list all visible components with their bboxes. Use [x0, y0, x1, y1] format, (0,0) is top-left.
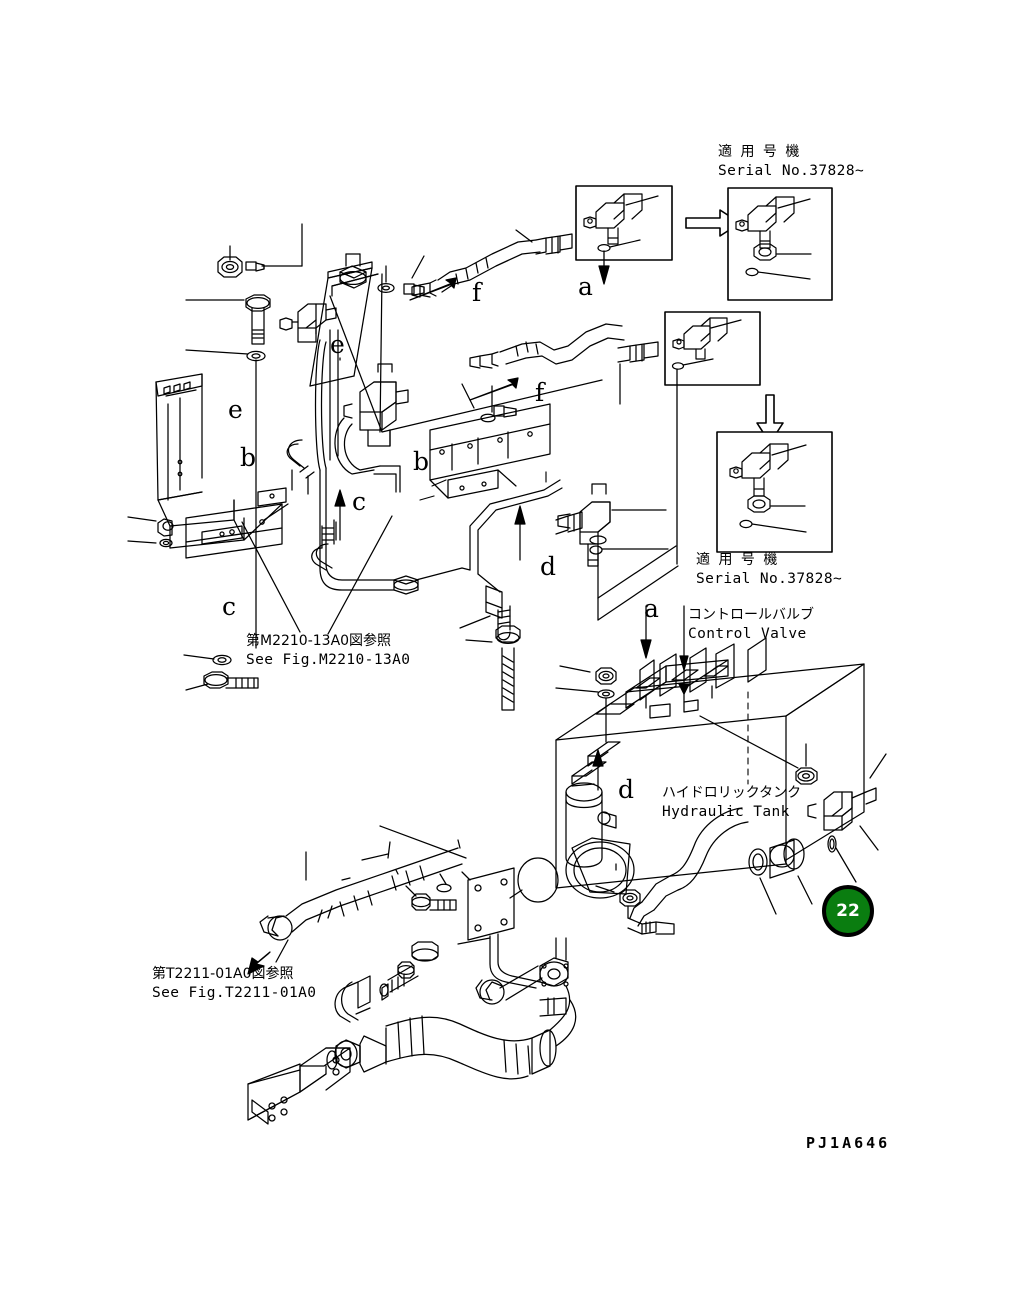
section-callout-c-8: c [222, 592, 237, 621]
section-callout-c-7: c [352, 487, 367, 516]
section-callout-f-0: f [472, 278, 482, 307]
serial-top-en: Serial No.37828~ [718, 163, 865, 179]
control-valve-label-jp: コントロールバルブ [688, 607, 814, 623]
variant-box-lower-after [716, 431, 833, 553]
tank-fasteners-bottom [595, 863, 675, 935]
ref-m2210-jp: 第M2210-13A0図参照 [246, 633, 392, 649]
pedal-bracket-assembly [127, 373, 287, 559]
variant-box-lower-before [664, 311, 761, 386]
upper-manifold-cluster [279, 229, 659, 433]
washer-bottom-left [183, 654, 232, 666]
serial-bottom-en: Serial No.37828~ [696, 571, 843, 587]
nut-top-left [217, 245, 243, 278]
mid-plate-fasteners [405, 867, 541, 989]
hydraulic-tank-assembly [509, 637, 865, 903]
section-callout-a-10: a [644, 594, 659, 623]
arrowhead-a-top [598, 265, 610, 285]
section-callout-e-2: e [330, 330, 345, 359]
section-callout-a-1: a [578, 272, 593, 301]
section-callout-d-9: d [540, 552, 557, 581]
serial-bottom-jp: 適 用 号 機 [696, 552, 780, 568]
washer-left [185, 349, 266, 362]
ref-m2210-en: See Fig.M2210-13A0 [246, 652, 411, 668]
figure-badge: 22 [822, 885, 874, 937]
section-callout-b-5: b [240, 443, 257, 472]
t2211-block [247, 1047, 351, 1125]
ref-t2211-jp: 第T2211-01A0図参照 [152, 966, 294, 982]
bolt-upper-left [185, 294, 271, 345]
variant-box-upper-before [575, 185, 673, 261]
hydraulic-tank-label-jp: ハイドロリックタンク [662, 785, 802, 801]
tube-bundle [263, 329, 551, 595]
pin-left [245, 223, 303, 272]
control-valve-label-en: Control Valve [688, 626, 807, 642]
lower-hose-assembly [247, 825, 467, 975]
lower-hose-right [326, 937, 577, 1080]
section-callout-f-3: f [535, 378, 545, 407]
ref-t2211-en: See Fig.T2211-01A0 [152, 985, 317, 1001]
page-code: PJ1A646 [806, 1134, 891, 1152]
figure-badge-number: 22 [836, 901, 860, 921]
section-callout-e-4: e [228, 395, 243, 424]
variant-box-upper-after [727, 187, 833, 301]
bolt-bottom-left [185, 671, 259, 691]
tank-fasteners-left [555, 665, 617, 743]
center-tube-d [415, 479, 679, 711]
hydraulic-tank-label-en: Hydraulic Tank [662, 804, 790, 820]
section-callout-d-11: d [618, 775, 635, 804]
serial-top-jp: 適 用 号 機 [718, 144, 802, 160]
section-callout-b-6: b [413, 447, 430, 476]
